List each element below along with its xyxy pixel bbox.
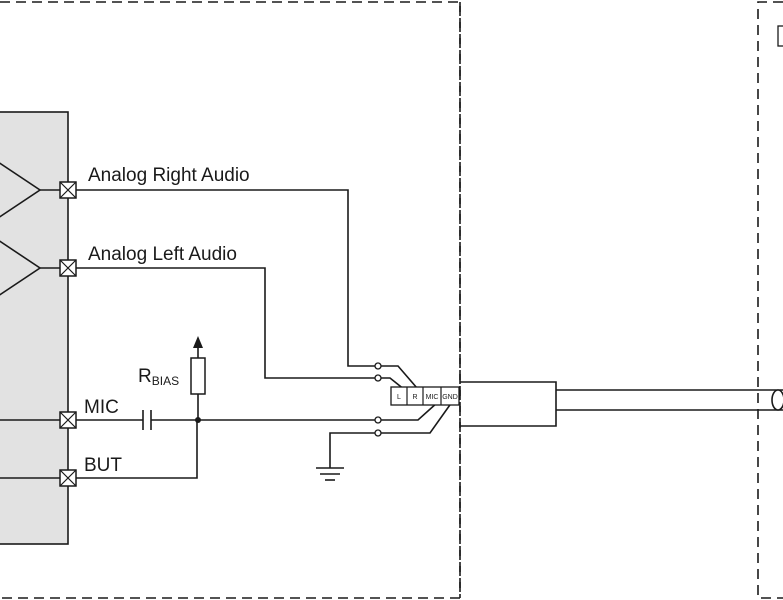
right-channel-amplifier	[0, 162, 60, 218]
audio-jack-terminals: L R MIC GND	[390, 386, 460, 406]
left-channel-amplifier	[0, 240, 60, 296]
junction-dot	[195, 417, 201, 423]
codec-chip-block	[0, 111, 69, 545]
coupling-capacitor	[142, 410, 152, 430]
label-but: BUT	[84, 455, 122, 476]
label-analog-left-audio: Analog Left Audio	[88, 244, 237, 265]
jack-pin-l: L	[397, 394, 401, 401]
jack-pin-r: R	[412, 394, 417, 401]
headset-block-edge	[777, 25, 783, 47]
pin-analog-left	[59, 259, 77, 277]
wire-but	[76, 420, 198, 479]
wire-analog-left	[76, 267, 375, 379]
headset-cable	[556, 389, 783, 411]
bias-resistor	[190, 348, 206, 420]
label-rbias: RBIAS	[138, 366, 179, 388]
pin-mic	[59, 411, 77, 429]
audio-plug	[460, 381, 557, 427]
jack-contact-leads	[381, 365, 453, 434]
supply-arrow-icon	[193, 336, 203, 348]
label-rbias-main: R	[138, 366, 152, 387]
ground-icon	[316, 467, 344, 481]
headset-boundary	[757, 1, 783, 599]
wire-gnd	[329, 432, 375, 468]
label-rbias-sub: BIAS	[152, 374, 179, 388]
pin-but	[59, 469, 77, 487]
label-mic: MIC	[84, 397, 119, 418]
pin-analog-right	[59, 181, 77, 199]
jack-switch-contacts	[374, 362, 382, 437]
jack-pin-gnd: GND	[442, 394, 458, 401]
label-analog-right-audio: Analog Right Audio	[88, 165, 250, 186]
wire-analog-right	[76, 189, 375, 367]
device-boundary	[0, 1, 461, 599]
jack-pin-mic: MIC	[426, 394, 439, 401]
